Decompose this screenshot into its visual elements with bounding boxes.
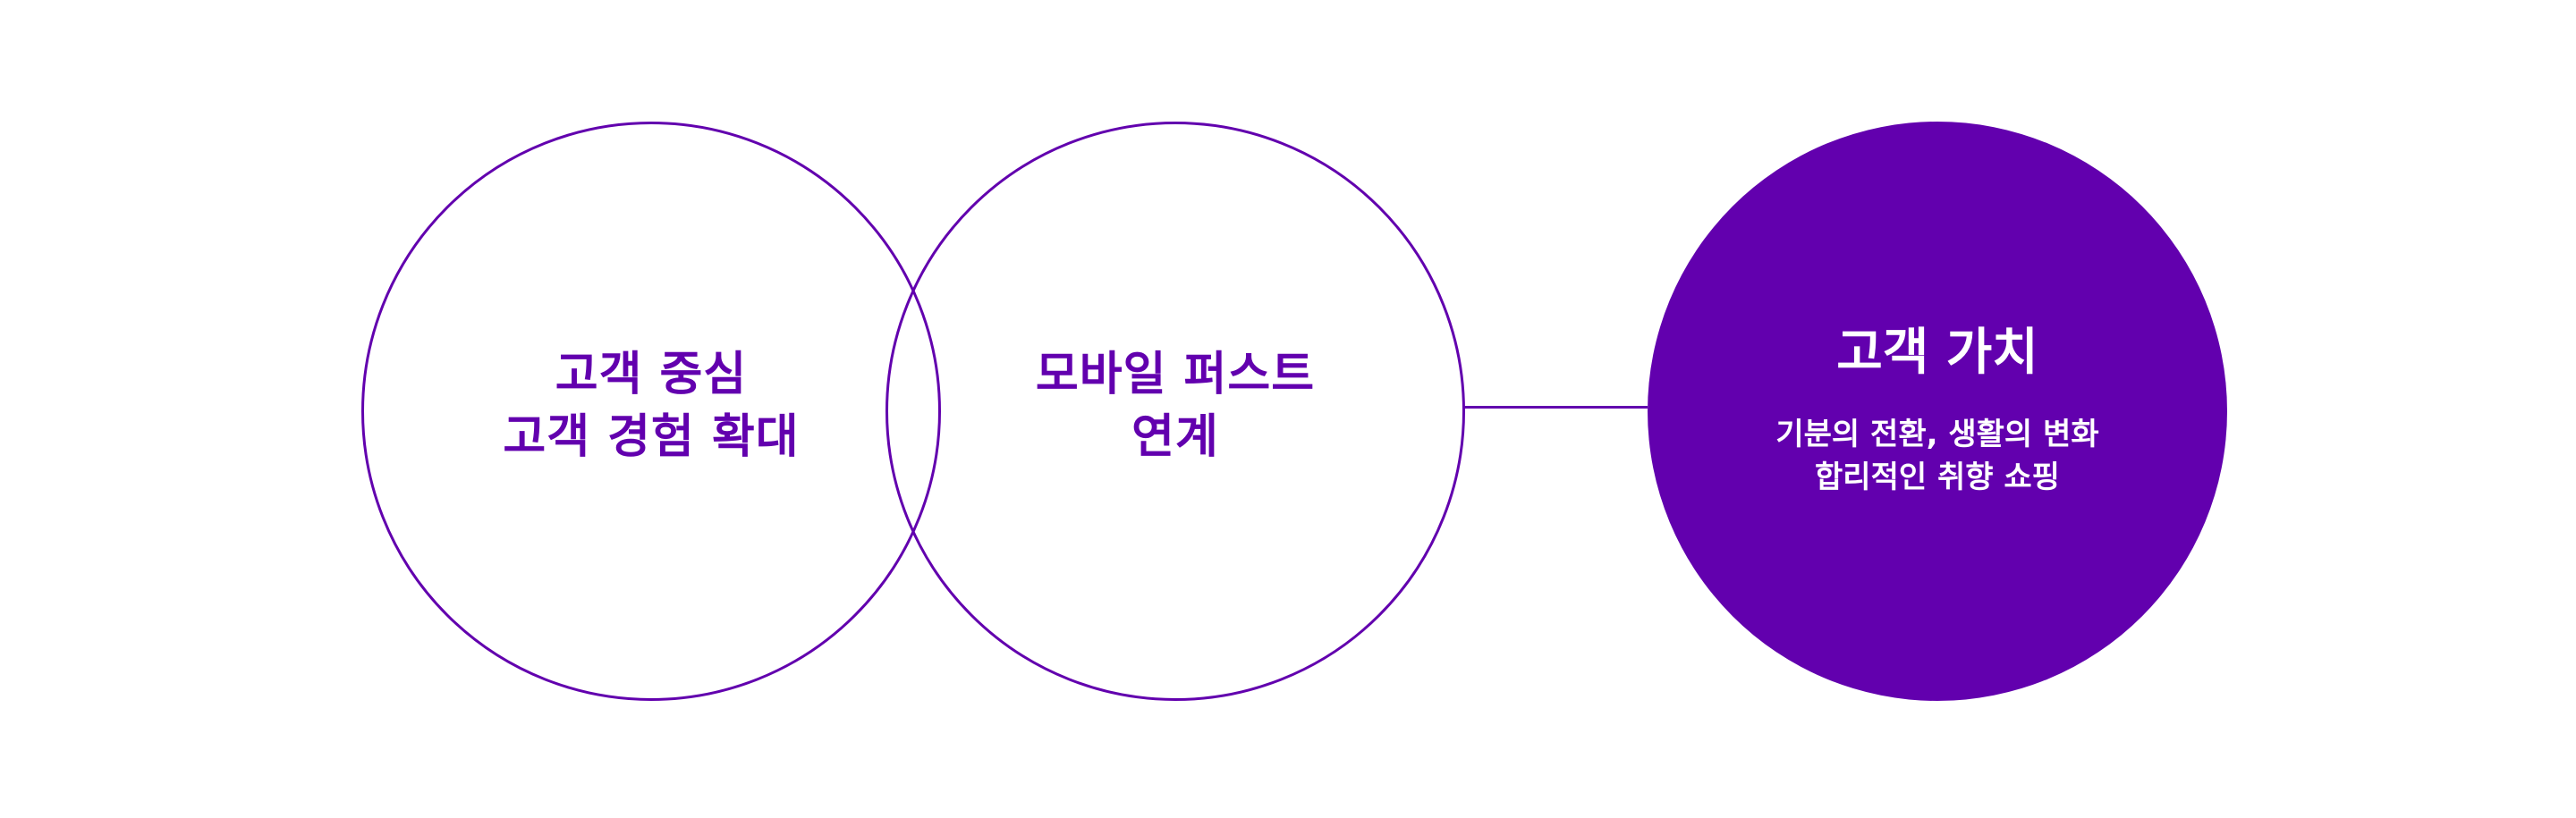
customer-value-desc-line-2: 합리적인 취향 쇼핑 <box>1815 460 2060 495</box>
customer-value-title: 고객 가치 <box>1836 324 2038 382</box>
customer-centric-line-1: 고객 중심 <box>555 348 748 401</box>
mobile-first-circle <box>886 122 1465 701</box>
customer-value-description: 기분의 전환, 생활의 변화 합리적인 취향 쇼핑 <box>1719 413 2156 499</box>
customer-centric-label: 고객 중심 고객 경험 확대 <box>424 343 878 468</box>
connector-line <box>1463 406 1648 409</box>
customer-value-desc-line-1: 기분의 전환, 생활의 변화 <box>1775 417 2099 452</box>
mobile-first-line-1: 모바일 퍼스트 <box>1035 348 1316 401</box>
customer-value-circle <box>1648 122 2227 701</box>
mobile-first-line-2: 연계 <box>1131 410 1219 464</box>
mobile-first-label: 모바일 퍼스트 연계 <box>952 343 1399 468</box>
customer-centric-line-2: 고객 경험 확대 <box>503 410 800 464</box>
